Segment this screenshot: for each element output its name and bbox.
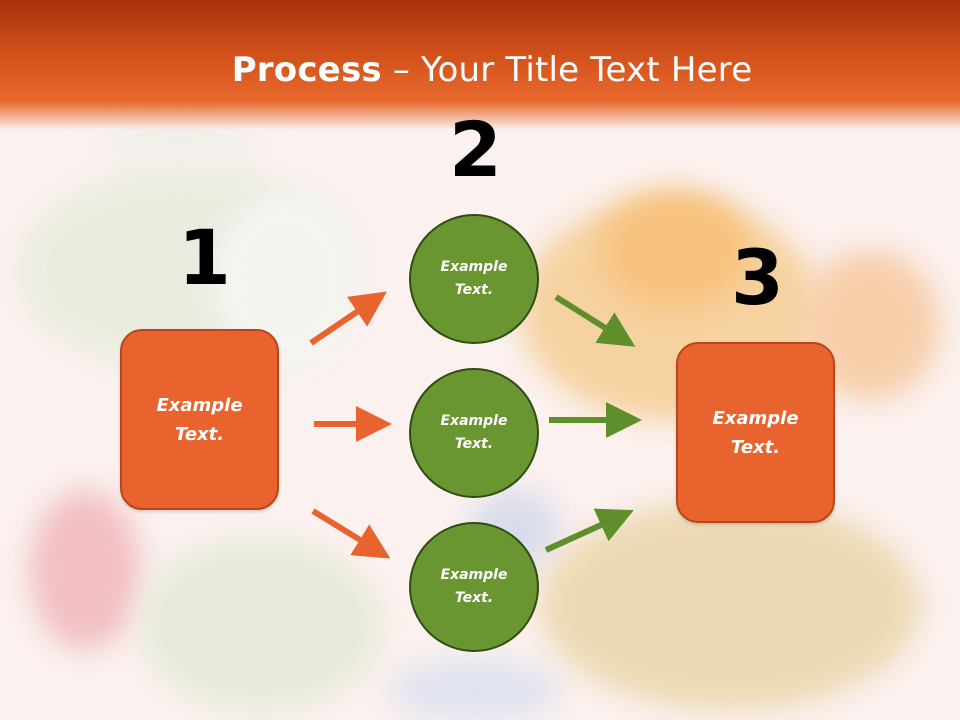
step-number-3: 3 [731,233,784,322]
arrow-orange-down [311,508,391,559]
circle-middle: Example Text. [409,368,539,498]
arrow-green-down [554,294,636,347]
title-bold: Process [231,50,382,90]
right-box-text: Example Text. [712,407,799,458]
page-title: Process – Your Title Text Here [0,50,960,90]
left-box-text: Example Text. [156,394,243,445]
right-process-box: Example Text. [676,342,835,523]
circle-bottom: Example Text. [409,522,539,652]
left-process-box: Example Text. [120,329,279,510]
title-banner [0,0,960,130]
circle-top-text: Example Text. [440,259,508,298]
arrow-green-up [544,508,634,553]
circle-middle-text: Example Text. [440,413,508,452]
step-number-2: 2 [449,105,502,194]
circle-top: Example Text. [409,214,539,344]
circle-bottom-text: Example Text. [440,567,508,606]
title-rest: – Your Title Text Here [381,50,753,90]
step-number-1: 1 [178,213,231,302]
arrow-orange-up [309,291,387,346]
